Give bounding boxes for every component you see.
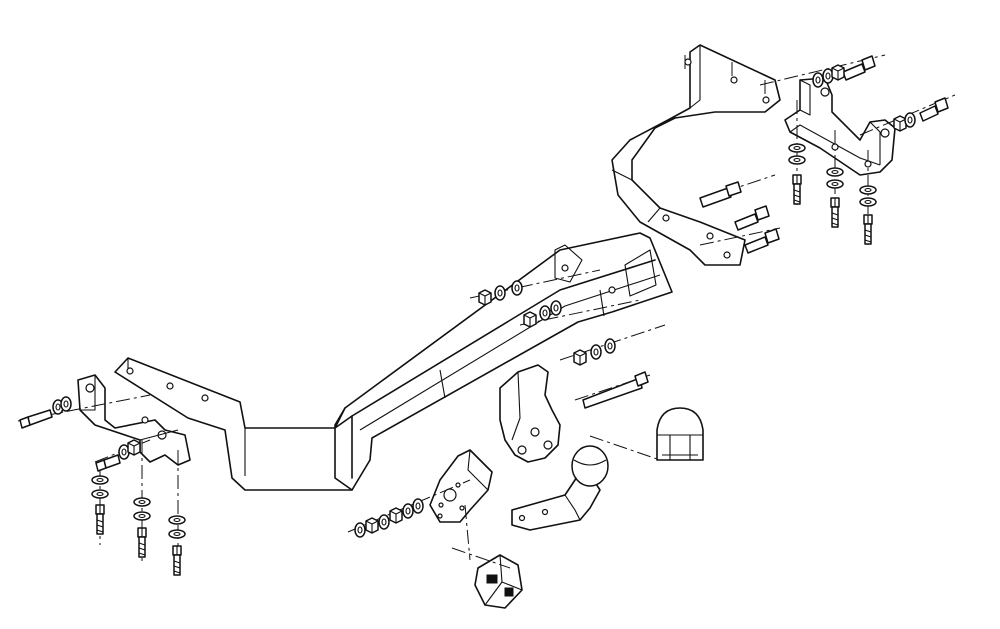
washer (788, 143, 806, 153)
right-upper-bracket (784, 77, 896, 176)
horizontal-bolt (19, 409, 53, 429)
washer (812, 72, 824, 88)
washer (91, 475, 109, 485)
vertical-bolt (172, 545, 182, 576)
ball-cover-cap (656, 407, 704, 461)
horizontal-bolt (919, 97, 949, 122)
nut (478, 289, 492, 306)
washer (788, 155, 806, 165)
nut (893, 115, 907, 132)
nut (365, 517, 379, 534)
socket-plate (429, 449, 493, 523)
washer (511, 280, 523, 296)
nut (831, 64, 845, 81)
washer (826, 167, 844, 177)
washer (60, 396, 72, 412)
electrical-socket (474, 554, 523, 609)
vertical-bolt (137, 527, 147, 558)
washer (859, 185, 877, 195)
washer (354, 522, 366, 538)
washer (133, 497, 151, 507)
washer (904, 112, 916, 128)
washer (402, 503, 414, 519)
horizontal-bolt (582, 371, 649, 409)
washer (494, 285, 506, 301)
nut (573, 349, 587, 366)
main-crossbar (114, 232, 673, 491)
left-mounting-bracket (77, 374, 191, 466)
horizontal-bolt (95, 454, 121, 472)
horizontal-bolt (734, 205, 770, 231)
vertical-bolt (830, 197, 840, 228)
right-mounting-plate (611, 44, 781, 266)
horizontal-bolt (699, 181, 742, 208)
washer (550, 300, 562, 316)
vertical-bolt (863, 214, 873, 245)
washer (604, 338, 616, 354)
nut (127, 439, 141, 456)
nut (523, 311, 537, 328)
vertical-bolt (95, 504, 105, 535)
washer (590, 344, 602, 360)
nut (389, 507, 403, 524)
washer (168, 515, 186, 525)
bolt-set (19, 55, 949, 576)
washer (91, 489, 109, 499)
washer (378, 514, 390, 530)
tow-ball-mount-bracket (499, 364, 561, 463)
horizontal-bolt (744, 228, 780, 254)
washer (539, 305, 551, 321)
horizontal-bolt (842, 55, 876, 81)
washer (826, 179, 844, 189)
washer (168, 529, 186, 539)
washer (859, 197, 877, 207)
vertical-bolt (792, 174, 802, 205)
tow-ball-neck (511, 445, 609, 531)
washer (133, 511, 151, 521)
washer (412, 498, 424, 514)
